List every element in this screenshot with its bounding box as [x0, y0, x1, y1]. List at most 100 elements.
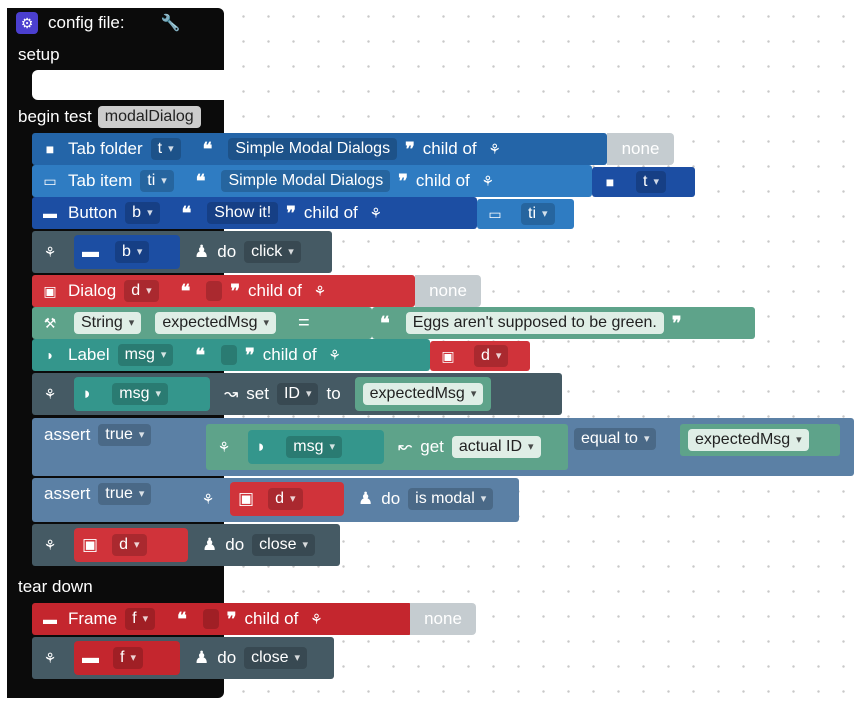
hierarchy-icon: ⚘: [43, 536, 57, 553]
frame-block[interactable]: ▬ Frame f ❝ ❞ child of ⚘: [32, 603, 412, 635]
tab-item-block[interactable]: ▭ Tab item ti ❝ Simple Modal Dialogs ❞ c…: [32, 165, 592, 197]
begin-test-label: begin test: [18, 107, 92, 126]
begin-test-row: begin test modalDialog: [18, 106, 201, 128]
open-quote: ❝: [180, 280, 191, 302]
child-of-label: child of: [303, 203, 358, 222]
tab-folder-text-field[interactable]: Simple Modal Dialogs: [228, 138, 398, 160]
equal-value-block[interactable]: expectedMsg: [680, 424, 840, 456]
set-id-block[interactable]: ⚘ ◗ msg ↝ set ID to expectedMsg: [32, 373, 562, 415]
button-label: Button: [68, 203, 118, 222]
close-dialog-block[interactable]: ⚘ ▣ d ♟ do close: [32, 524, 340, 566]
frame-icon: ▬: [82, 648, 99, 667]
equal-to-dropdown[interactable]: equal to: [574, 428, 657, 450]
magic-wand-icon: ⚒: [43, 314, 57, 331]
frame-parent-none[interactable]: none: [410, 603, 476, 635]
click-action-dropdown[interactable]: click: [244, 241, 301, 263]
click-target-block[interactable]: ▬ b: [74, 235, 180, 269]
hierarchy-icon: ⚘: [488, 140, 501, 157]
dialog-block[interactable]: ▣ Dialog d ❝ ❞ child of ⚘: [32, 275, 415, 307]
dialog-parent-none[interactable]: none: [415, 275, 481, 307]
label-text-field[interactable]: [221, 345, 238, 365]
dialog-var-dropdown[interactable]: d: [124, 280, 159, 302]
do-label: do: [217, 648, 237, 667]
close-quote: ❞: [671, 312, 682, 334]
label-icon: ◗: [45, 347, 55, 363]
person-icon: ♟: [194, 648, 210, 667]
label-block[interactable]: ◗ Label msg ❝ ❞ child of ⚘: [32, 339, 430, 371]
button-text-field[interactable]: Show it!: [207, 202, 279, 224]
frame-icon: ▬: [43, 611, 57, 627]
close-frame-block[interactable]: ⚘ ▬ f ♟ do close: [32, 637, 334, 679]
assert-label: assert: [44, 425, 91, 444]
close-target-block[interactable]: ▣ d: [74, 528, 188, 562]
open-quote: ❝: [195, 170, 206, 192]
label-var-dropdown[interactable]: msg: [117, 344, 174, 366]
tab-item-parent-block[interactable]: ■ t: [592, 167, 695, 197]
tab-item-var-dropdown[interactable]: ti: [140, 170, 174, 192]
close-quote: ❞: [405, 138, 415, 160]
assert-bool-dropdown[interactable]: true: [98, 483, 152, 505]
to-label: to: [326, 384, 341, 403]
click-action-block[interactable]: ⚘ ▬ b ♟ do click: [32, 231, 332, 273]
button-parent-dropdown[interactable]: ti: [521, 203, 555, 225]
string-literal-field[interactable]: Eggs aren't supposed to be green.: [405, 312, 664, 334]
label-parent-dropdown[interactable]: d: [474, 345, 509, 367]
get-target-block[interactable]: ◗ msg: [248, 430, 384, 464]
label-parent-block[interactable]: ▣ d: [430, 341, 530, 371]
dialog-label: Dialog: [68, 281, 117, 300]
get-label: get: [420, 437, 444, 456]
close-quote: ❞: [245, 344, 255, 366]
hierarchy-icon: ⚘: [43, 385, 57, 402]
hierarchy-icon: ⚘: [201, 490, 215, 507]
gear-icon[interactable]: ⚙: [16, 12, 38, 34]
button-parent-block[interactable]: ▭ ti: [477, 199, 574, 229]
button-icon: ▬: [43, 205, 57, 221]
set-prop-dropdown[interactable]: ID: [276, 383, 319, 405]
hierarchy-icon: ⚘: [313, 282, 327, 299]
child-of-label: child of: [244, 609, 299, 628]
set-value-block[interactable]: expectedMsg: [354, 377, 492, 411]
tab-folder-var-dropdown[interactable]: t: [150, 138, 181, 160]
setup-slot[interactable]: [32, 70, 224, 100]
close-frame-dropdown[interactable]: close: [244, 647, 308, 669]
person-icon: ♟: [358, 489, 374, 508]
tab-item-text-field[interactable]: Simple Modal Dialogs: [221, 170, 391, 192]
label-icon: ◗: [256, 437, 267, 456]
child-of-label: child of: [422, 139, 477, 158]
wrench-icon[interactable]: 🔧: [160, 15, 181, 32]
tab-icon: ▭: [488, 205, 502, 222]
do-label: do: [225, 535, 245, 554]
string-literal-block[interactable]: ❝ Eggs aren't supposed to be green. ❞: [372, 307, 755, 339]
close-frame-target-block[interactable]: ▬ f: [74, 641, 180, 675]
tear-down-label: tear down: [18, 577, 93, 596]
setup-label: setup: [18, 45, 60, 64]
get-arrow-icon: ↜: [398, 437, 413, 456]
tab-folder-parent-none[interactable]: none: [607, 133, 674, 165]
tab-icon: ▭: [43, 172, 57, 189]
open-quote: ❝: [202, 138, 213, 160]
frame-var-dropdown[interactable]: f: [125, 608, 156, 630]
frame-text-field[interactable]: [202, 609, 219, 629]
button-block[interactable]: ▬ Button b ❝ Show it! ❞ child of ⚘: [32, 197, 477, 229]
hierarchy-icon: ⚘: [369, 204, 383, 221]
type-dropdown[interactable]: String: [74, 312, 142, 334]
assert-modal-head: assert true: [44, 483, 152, 505]
get-id-block[interactable]: ⚘ ◗ msg ↜ get actual ID: [206, 424, 568, 470]
button-var-dropdown[interactable]: b: [125, 202, 160, 224]
dialog-text-field[interactable]: [206, 281, 223, 301]
hierarchy-icon: ⚘: [43, 243, 57, 260]
tab-folder-block[interactable]: ■ Tab folder t ❝ Simple Modal Dialogs ❞ …: [32, 133, 607, 165]
get-prop-dropdown[interactable]: actual ID: [451, 436, 541, 458]
var-name-dropdown[interactable]: expectedMsg: [155, 312, 277, 334]
tab-item-parent-dropdown[interactable]: t: [636, 171, 666, 193]
modal-target-block[interactable]: ▣ d: [230, 482, 344, 516]
test-name-field[interactable]: modalDialog: [97, 106, 201, 128]
close-dialog-dropdown[interactable]: close: [252, 534, 316, 556]
is-modal-dropdown[interactable]: is modal: [408, 488, 494, 510]
string-var-block[interactable]: ⚒ String expectedMsg =: [32, 307, 372, 339]
label-icon: ◗: [82, 384, 93, 403]
set-target-block[interactable]: ◗ msg: [74, 377, 210, 411]
assert-bool-dropdown[interactable]: true: [98, 424, 152, 446]
hierarchy-icon: ⚘: [328, 346, 341, 363]
close-quote: ❞: [286, 202, 296, 224]
